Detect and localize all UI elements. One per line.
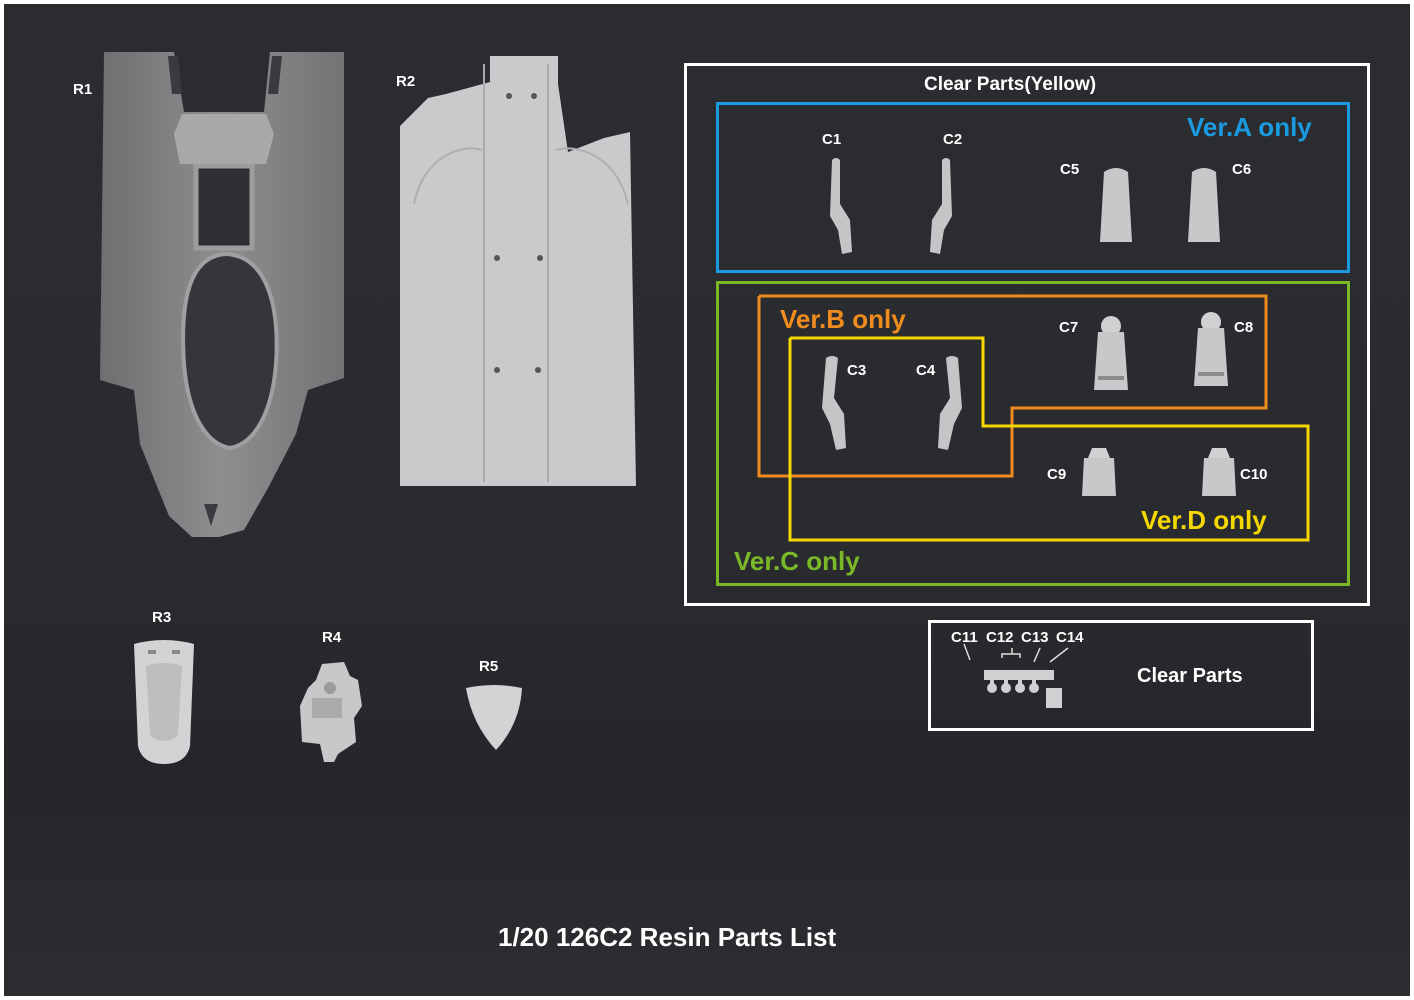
- label-c12: C12: [986, 629, 1014, 646]
- ver-a-label: Ver.A only: [1187, 112, 1312, 142]
- part-c10-duct: [1202, 448, 1236, 496]
- label-r2: R2: [396, 73, 416, 90]
- page-title: 1/20 126C2 Resin Parts List: [498, 922, 837, 952]
- ver-d-outline: [788, 336, 1310, 542]
- ver-d-label: Ver.D only: [1141, 505, 1267, 535]
- label-r5: R5: [479, 658, 499, 675]
- label-c13: C13: [1021, 629, 1049, 646]
- part-c4-mirror: [938, 356, 962, 450]
- label-c14: C14: [1056, 629, 1084, 646]
- part-c2-mirror: [930, 158, 952, 254]
- part-c6-duct: [1188, 168, 1220, 242]
- label-r4: R4: [322, 629, 342, 646]
- part-c3-mirror: [822, 356, 846, 450]
- part-c7-duct: [1094, 316, 1128, 390]
- clear-parts-frame: [928, 620, 1314, 731]
- part-c5-duct: [1100, 168, 1132, 242]
- parts-sheet: R1 R2 R3 R4 R5 Clear Parts(Yellow) Ver.A…: [4, 4, 1410, 996]
- label-c11: C11: [951, 629, 978, 646]
- label-c6: C6: [1232, 161, 1252, 178]
- part-r5-nose-cone: [466, 685, 522, 750]
- clear-parts-yellow-frame: [684, 63, 1370, 606]
- ver-a-box: [716, 102, 1350, 273]
- label-r3: R3: [152, 609, 172, 626]
- label-c1: C1: [822, 131, 842, 148]
- label-c8: C8: [1234, 319, 1254, 336]
- label-c7: C7: [1059, 319, 1079, 336]
- label-c5: C5: [1060, 161, 1080, 178]
- ver-c-box: [716, 281, 1350, 586]
- clear-parts-yellow-heading: Clear Parts(Yellow): [924, 74, 1097, 95]
- ver-b-label: Ver.B only: [780, 304, 906, 334]
- part-c11-c14-lens-sprue: [963, 643, 1069, 708]
- part-c1-mirror: [830, 158, 852, 254]
- label-c3: C3: [847, 362, 867, 379]
- label-r1: R1: [73, 81, 93, 98]
- part-r4-gearbox: [300, 662, 362, 762]
- label-c9: C9: [1047, 466, 1067, 483]
- ver-c-label: Ver.C only: [734, 546, 860, 576]
- ver-b-outline: [757, 294, 1268, 478]
- label-c2: C2: [943, 131, 963, 148]
- label-c10: C10: [1240, 466, 1268, 483]
- label-c4: C4: [916, 362, 936, 379]
- part-c8-duct: [1194, 312, 1228, 386]
- part-r3-seat: [134, 640, 194, 764]
- part-r2-undertray: [400, 56, 636, 486]
- part-c9-duct: [1082, 448, 1116, 496]
- clear-parts-heading: Clear Parts: [1137, 665, 1243, 687]
- ver-b-d-outlines: [757, 294, 1310, 542]
- part-r1-body-cowl: [100, 52, 344, 537]
